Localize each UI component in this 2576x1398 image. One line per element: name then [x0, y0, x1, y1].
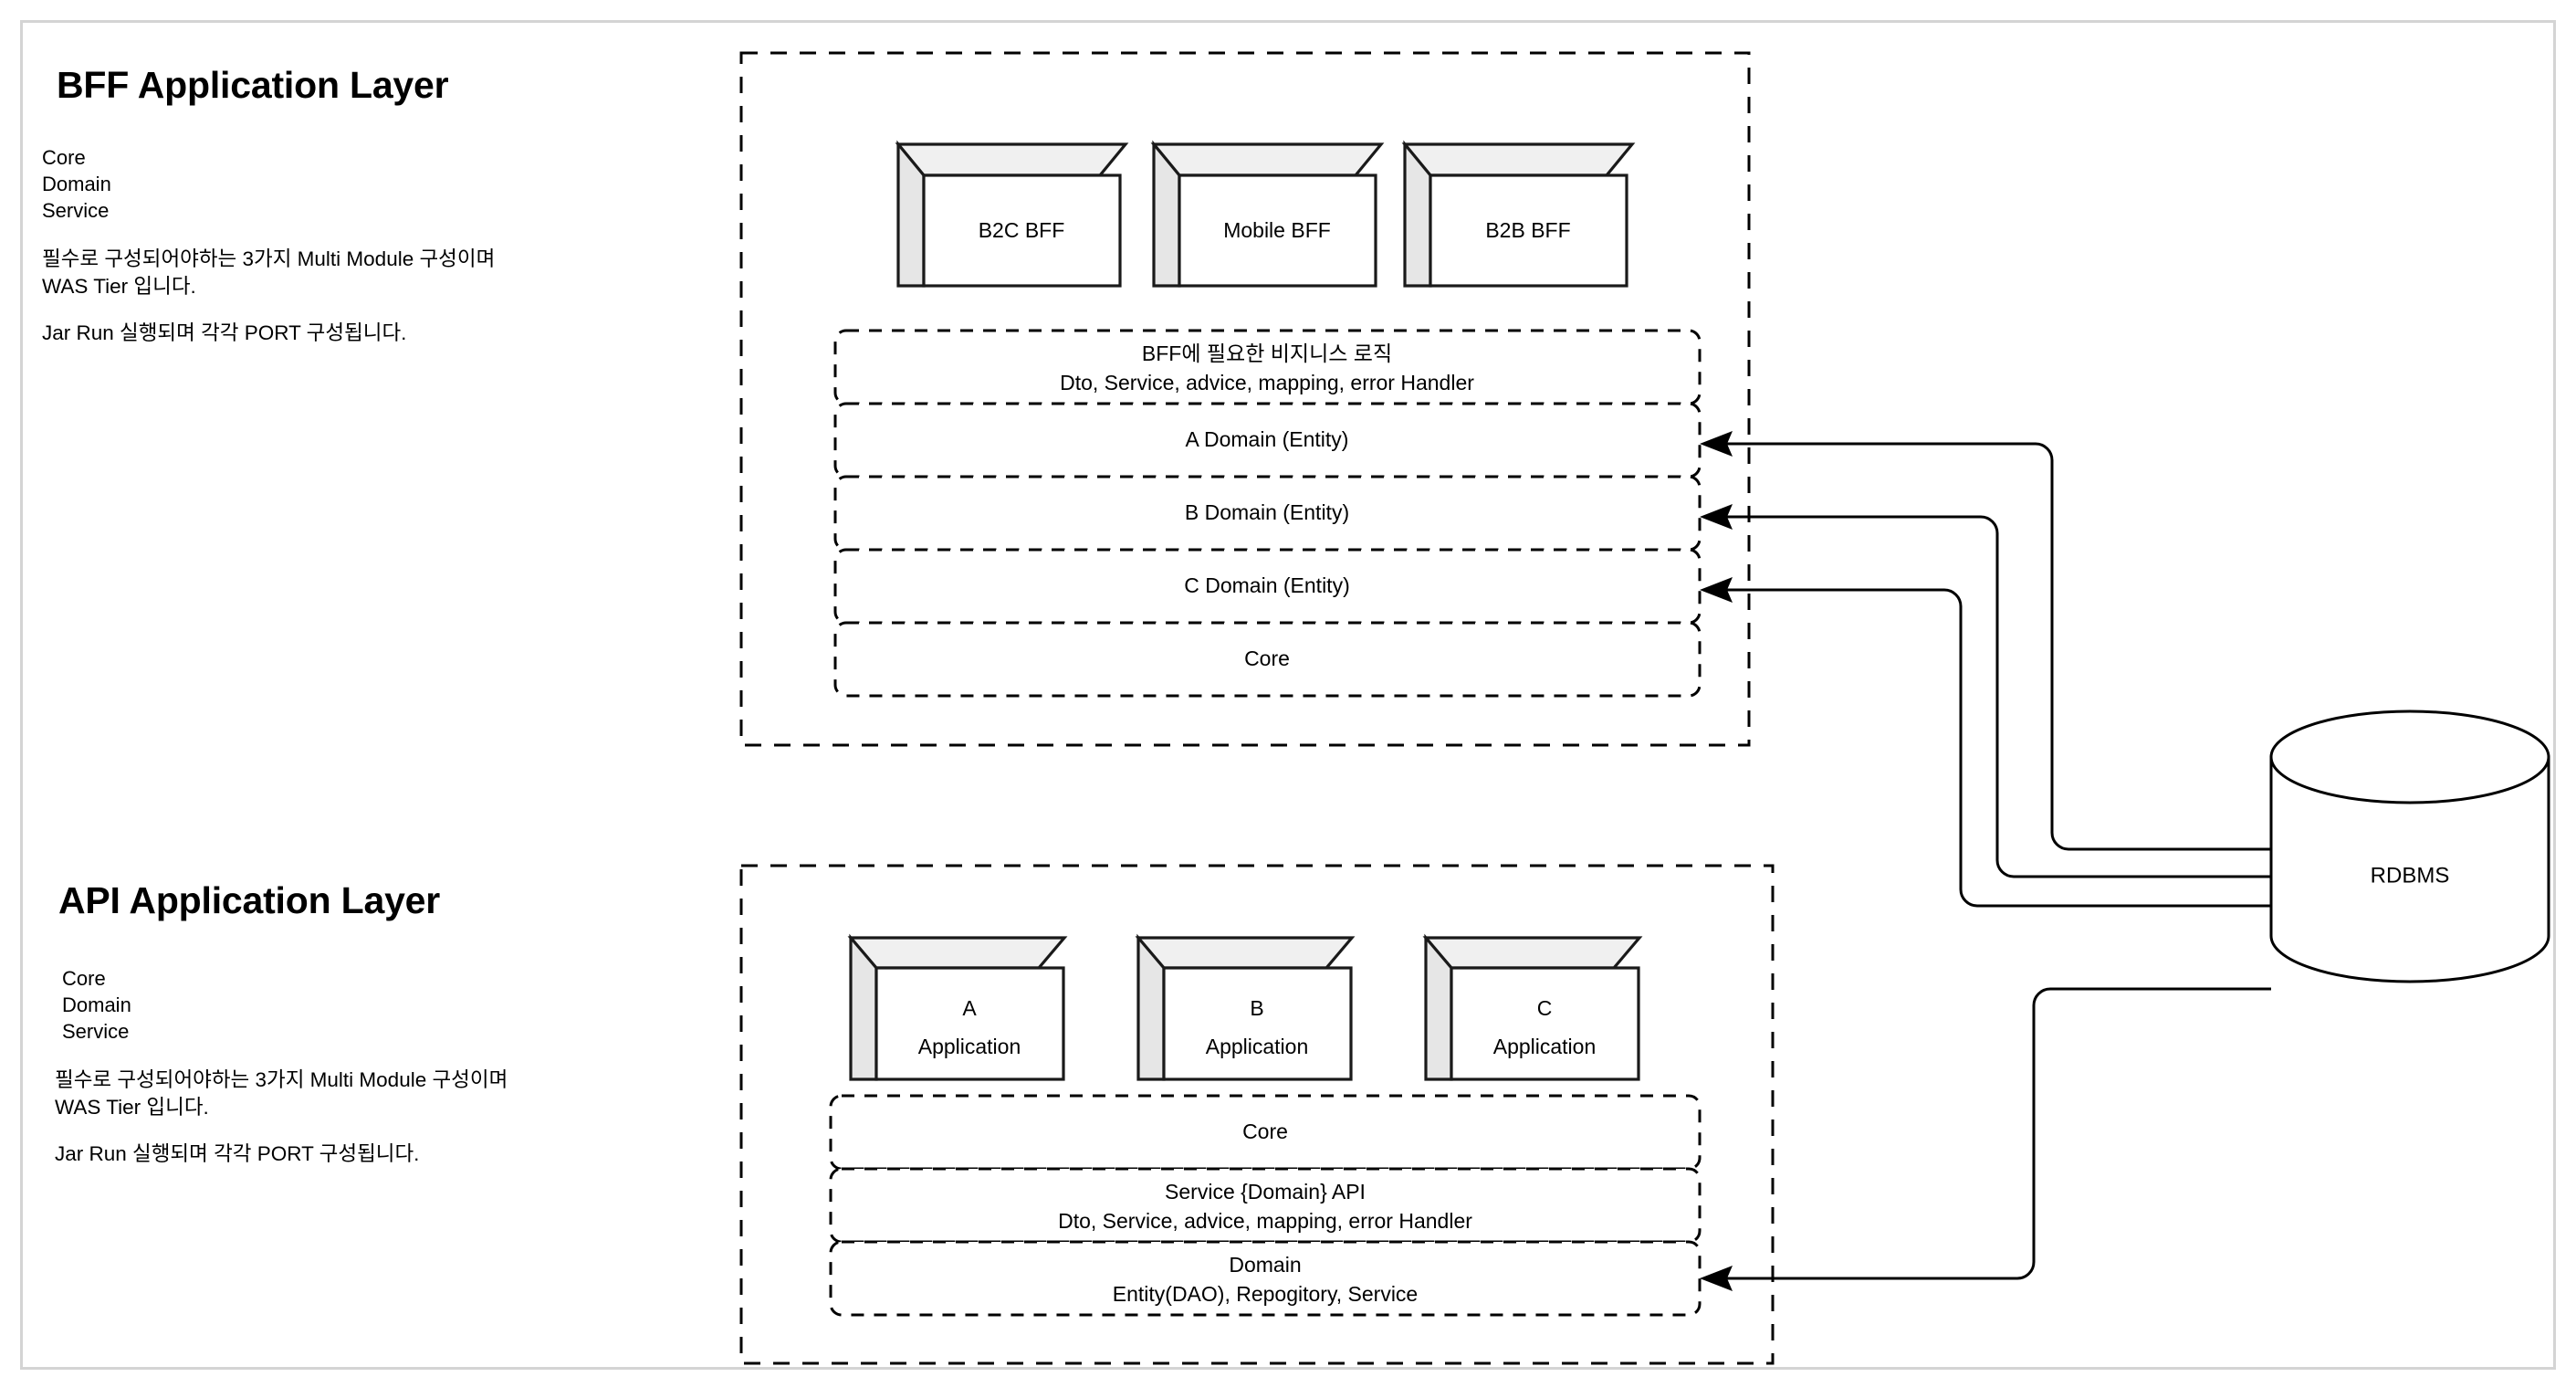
arrowhead-icon [1700, 577, 1733, 603]
api-row-line2: Dto, Service, advice, mapping, error Han… [1058, 1209, 1472, 1233]
bff-stack-row[interactable] [833, 621, 1702, 698]
bff-layer-container [739, 51, 1751, 747]
api-cube-line1: A [962, 996, 977, 1020]
api-cube-c[interactable]: C Application [1422, 933, 1643, 1081]
bff-row-line1: BFF에 필요한 비지니스 로직 [1142, 342, 1392, 365]
arrowhead-icon [1700, 1266, 1733, 1291]
api-cube-line1: C [1537, 996, 1553, 1020]
api-cube-line2: Application [1493, 1035, 1597, 1058]
arrowhead-icon [1700, 504, 1733, 530]
connector-rdbms-to-c-domain [1700, 577, 2271, 908]
api-layer-title: API Application Layer [58, 879, 441, 921]
connector-rdbms-to-b-domain [1700, 504, 2271, 878]
api-row-line2: Entity(DAO), Repogitory, Service [1113, 1282, 1418, 1306]
bff-module-list: Core Domain Service [42, 146, 111, 222]
connector-rdbms-to-a-domain [1700, 431, 2271, 851]
bff-cube-label: B2C BFF [979, 218, 1065, 242]
api-row-line1: Domain [1229, 1253, 1301, 1277]
connector-rdbms-to-api-domain [1700, 987, 2271, 1291]
bff-row-line2: Dto, Service, advice, mapping, error Han… [1060, 371, 1474, 394]
api-paragraph-1: 필수로 구성되어야하는 3가지 Multi Module 구성이며 WAS Ti… [55, 1068, 508, 1119]
bff-cube-mobile[interactable]: Mobile BFF [1150, 140, 1385, 288]
bff-cube-label: B2B BFF [1485, 218, 1570, 242]
api-module-list: Core Domain Service [62, 967, 131, 1043]
api-cube-line1: B [1250, 996, 1263, 1020]
bff-paragraph-2: Jar Run 실행되며 각각 PORT 구성됩니다. [42, 321, 407, 344]
rdbms-database[interactable]: RDBMS [2269, 710, 2550, 983]
api-cube-b[interactable]: B Application [1135, 933, 1356, 1081]
api-cube-line2: Application [918, 1035, 1021, 1058]
api-stack: Core Service {Domain} API Dto, Service, … [829, 1094, 1702, 1317]
api-stack-row[interactable] [829, 1240, 1702, 1317]
api-paragraph-2: Jar Run 실행되며 각각 PORT 구성됩니다. [55, 1142, 420, 1165]
api-cube-a[interactable]: A Application [847, 933, 1068, 1081]
bff-row-line1: C Domain (Entity) [1184, 573, 1349, 597]
api-layer-container [739, 864, 1775, 1365]
api-row-line1: Core [1242, 1119, 1288, 1143]
bff-paragraph-1: 필수로 구성되어야하는 3가지 Multi Module 구성이며 WAS Ti… [42, 247, 496, 298]
api-cube-line2: Application [1206, 1035, 1309, 1058]
api-row-line1: Service {Domain} API [1165, 1180, 1366, 1204]
bff-row-line1: A Domain (Entity) [1186, 427, 1349, 451]
bff-row-line1: B Domain (Entity) [1185, 500, 1349, 524]
bff-cube-label: Mobile BFF [1223, 218, 1331, 242]
bff-cube-b2b[interactable]: B2B BFF [1401, 140, 1636, 288]
arrowhead-icon [1700, 431, 1733, 457]
rdbms-label: RDBMS [2371, 863, 2450, 888]
bff-row-line1: Core [1244, 646, 1290, 670]
bff-stack: BFF에 필요한 비지니스 로직 Dto, Service, advice, m… [833, 329, 1702, 698]
bff-layer-title: BFF Application Layer [57, 64, 449, 106]
bff-cube-b2c[interactable]: B2C BFF [895, 140, 1129, 288]
